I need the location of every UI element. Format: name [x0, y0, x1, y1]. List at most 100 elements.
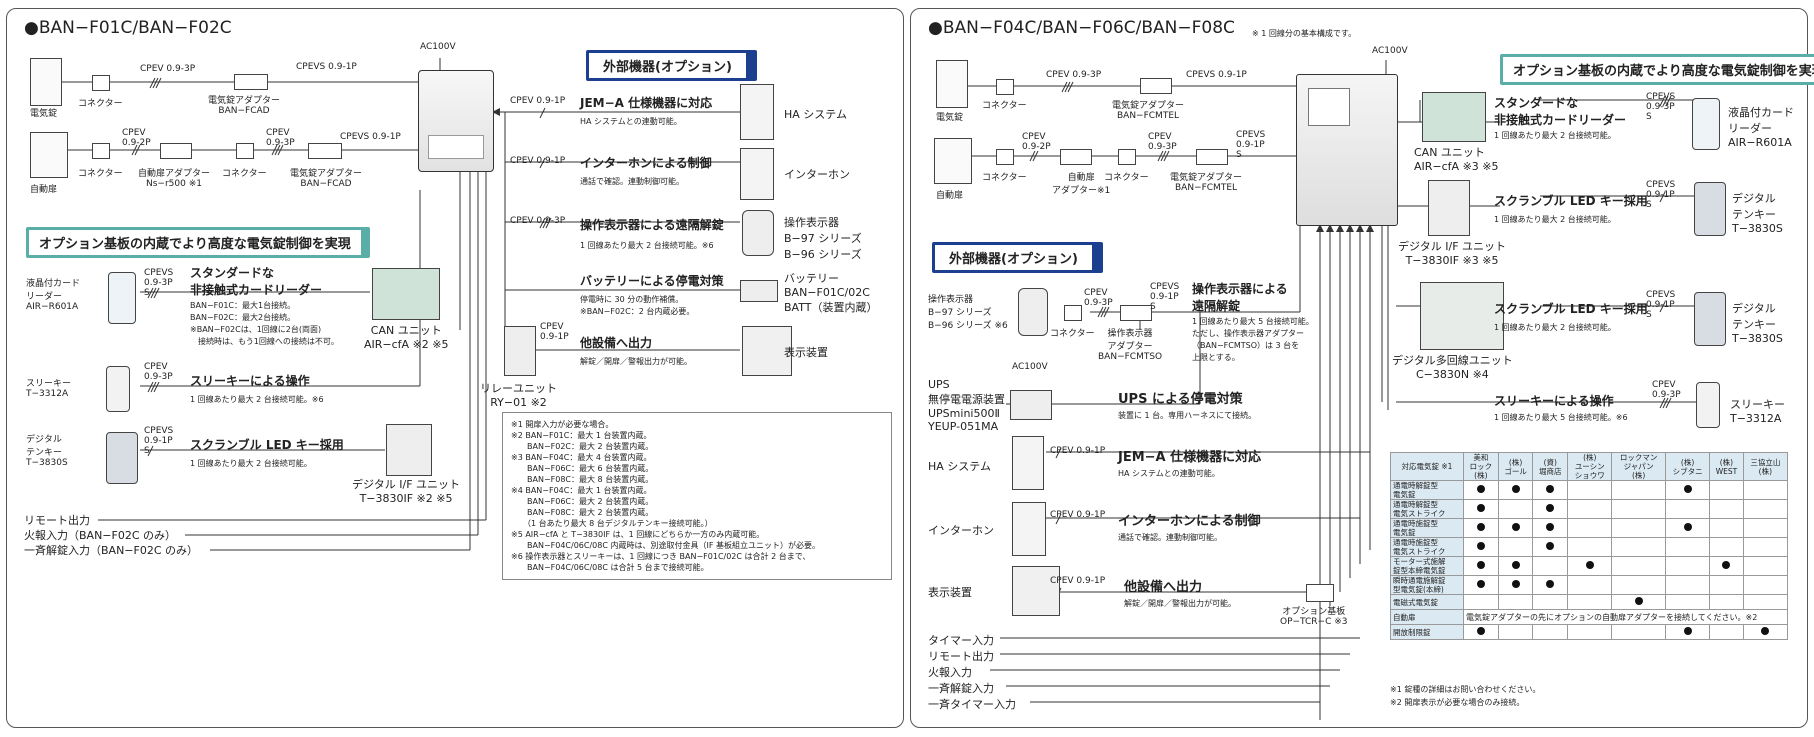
display-panel-icon [1012, 566, 1060, 616]
ext2-cable: CPEV 0.9-3P [510, 216, 566, 226]
intercom-icon [1012, 502, 1046, 556]
compat-maker-4: ロックマン ジャパン (株) [1611, 452, 1667, 481]
compat-cell [1665, 594, 1711, 610]
r-tenkey2-device: デジタル テンキー T−3830S [1732, 302, 1783, 345]
r-tenkey1-cable: CPEVS 0.9-1P S [1646, 180, 1676, 210]
compat-cell [1611, 480, 1667, 500]
compat-cell [1611, 499, 1667, 519]
left-output-0: リモート出力 [24, 514, 90, 527]
r-output-4: 一斉タイマー入力 [928, 698, 1016, 711]
compat-cell [1567, 480, 1613, 500]
keypad-icon [1694, 292, 1726, 346]
compat-cell [1567, 624, 1613, 640]
r-ext2-body: 解錠／開扉／警報出力が可能。 [1124, 599, 1236, 608]
supported-dot-icon [1683, 523, 1692, 531]
threekey-body: 1 回線あたり最大 2 台接続可能。※6 [190, 395, 324, 404]
threekey-icon [106, 366, 130, 412]
table-row: モーター式施解 錠型本締電気錠 [1390, 556, 1789, 576]
r-panel-connector: コネクター [1050, 329, 1095, 339]
r-tenkey2-cable: CPEVS 0.9-1P S [1646, 290, 1676, 320]
compat-cell [1742, 499, 1789, 519]
compat-cell [1567, 594, 1613, 610]
table-row: 通電時解錠型 電気ストライク [1390, 499, 1789, 519]
compat-cell [1611, 537, 1667, 557]
compat-lock-type: 開放制限錠 [1390, 624, 1464, 640]
row1-cable2: CPEVS 0.9-1P [296, 62, 357, 72]
ext3-device: バッテリー BAN−F01C/02C BATT（装置内蔵） [784, 272, 878, 314]
compat-cell [1709, 556, 1744, 576]
supported-dot-icon [1683, 627, 1692, 635]
compat-cell [1742, 480, 1789, 500]
r-tenkey2-head: スクランブル LED キー採用 [1494, 302, 1648, 316]
r-tenkey1-device: デジタル テンキー T−3830S [1732, 192, 1783, 235]
r-can-unit: CAN ユニット AIR−cfA ※3 ※5 [1414, 146, 1499, 173]
compat-cell [1665, 624, 1711, 640]
r-tenkey2-body: 1 回線あたり最大 2 台接続可能。 [1494, 323, 1616, 332]
r-ext1-body: 通話で確認。連動制御可能。 [1118, 533, 1222, 542]
compat-cell [1611, 575, 1667, 595]
r-threekey-cable: CPEV 0.9-3P [1652, 380, 1681, 400]
threekey-cable: CPEV 0.9-3P [144, 362, 173, 382]
compat-table-body: 通電時解錠型 電気錠通電時解錠型 電気ストライク通電時施錠型 電気錠通電時施錠型… [1390, 480, 1789, 640]
compat-cell [1665, 518, 1711, 538]
ha-device-icon [1012, 436, 1044, 490]
relay-unit-label: リレーユニット RY−01 ※2 [480, 382, 557, 409]
supported-dot-icon [1546, 580, 1555, 588]
r-row2-adapter2: 電気錠アダプター BAN−FCMTEL [1170, 173, 1243, 193]
connector-icon [1118, 149, 1136, 165]
r-panel-adapter: 操作表示器 アダプター BAN−FCMTSO [1098, 329, 1163, 362]
row1-device: 電気錠 [30, 109, 58, 119]
card-reader-head: スタンダードな 非接触式カードリーダー [190, 266, 323, 297]
supported-dot-icon [1761, 627, 1770, 635]
row2-device: 自動扉 [30, 185, 58, 195]
compat-cell [1742, 518, 1789, 538]
keypad-icon [106, 432, 138, 484]
right-title-note: ※ 1 回線分の基本構成です。 [1252, 29, 1357, 38]
row1-adapter: 電気錠アダプター BAN−FCAD [208, 96, 281, 116]
supported-dot-icon [1476, 485, 1485, 493]
compat-cell [1665, 556, 1711, 576]
compat-cell [1567, 518, 1613, 538]
adapter-box [308, 143, 342, 159]
ext2-head: 操作表示器による遠隔解錠 [580, 218, 724, 232]
row2-cable1: CPEV 0.9-2P [122, 128, 151, 148]
door-icon [30, 58, 62, 106]
compat-cell [1463, 518, 1499, 538]
r-tenkey1-unit: デジタル I/F ユニット T−3830IF ※3 ※5 [1398, 240, 1507, 267]
ext1-head: インターホンによる制御 [580, 156, 712, 170]
compat-cell [1665, 575, 1711, 595]
ext2-body: 1 回線あたり最大 2 台接続可能。※6 [580, 241, 714, 250]
ext0-head: JEM−A 仕様機器に対応 [580, 96, 713, 110]
supported-dot-icon [1511, 523, 1520, 531]
compat-cell [1497, 537, 1534, 557]
row1-cable1: CPEV 0.9-3P [140, 64, 196, 74]
r-row2-connector2: コネクター [1104, 173, 1149, 183]
supported-dot-icon [1476, 523, 1485, 531]
compat-lock-type: 通電時施錠型 電気ストライク [1390, 537, 1464, 557]
r-panel-device: 操作表示器 B−97 シリーズ B−96 シリーズ ※6 [928, 295, 1008, 331]
compat-cell [1497, 480, 1534, 500]
compat-lock-type: 通電時施錠型 電気錠 [1390, 518, 1464, 538]
compat-cell [1611, 518, 1667, 538]
compat-cell [1709, 594, 1744, 610]
compat-cell [1497, 594, 1534, 610]
row2-connector: コネクター [78, 169, 123, 179]
compat-cell [1742, 594, 1789, 610]
r-row2-device: 自動扉 [936, 191, 964, 201]
keypad-icon [1694, 182, 1726, 236]
panel-remote-icon [1018, 288, 1048, 336]
card-reader-cable: CPEVS 0.9-3P S [144, 268, 174, 298]
board-icon [1422, 92, 1486, 142]
r-op-board: オプション基板 OP−TCR−C ※3 [1280, 607, 1348, 627]
threekey-device: スリーキー T−3312A [26, 379, 72, 399]
supported-dot-icon [1546, 523, 1555, 531]
r-ext1-head: インターホンによる制御 [1118, 514, 1261, 529]
r-panel-head: 操作表示器による 遠隔解錠 [1192, 282, 1288, 313]
compat-maker-6: (株) WEST [1709, 452, 1744, 481]
r-row2-adapter: 自動扉 アダプター※1 [1052, 173, 1111, 196]
board-icon [372, 268, 440, 320]
supported-dot-icon [1511, 580, 1520, 588]
ext4-device: 表示装置 [784, 346, 828, 359]
compat-cell [1463, 624, 1499, 640]
controller-keypad [1308, 88, 1350, 126]
